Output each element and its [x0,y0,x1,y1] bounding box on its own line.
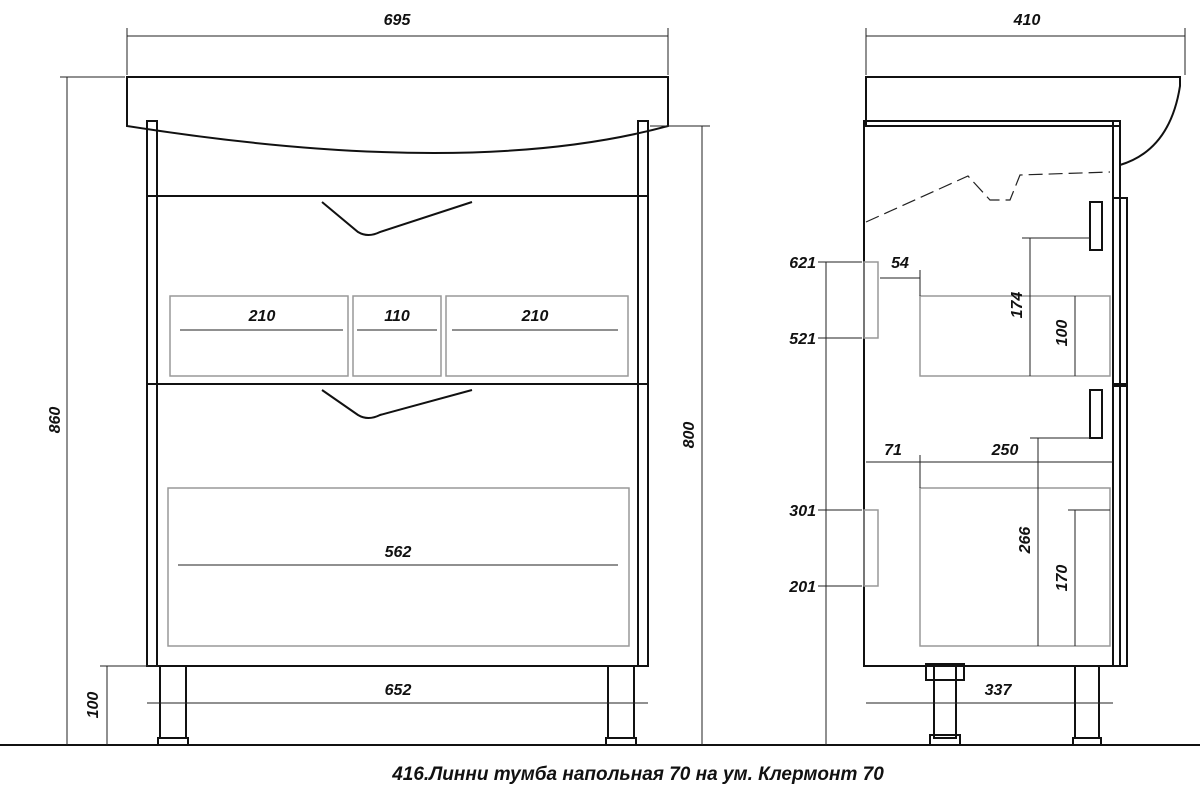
front-bottom-drawer [146,383,649,667]
side-bottom-front [1112,385,1128,667]
dim-bottom-drawer-depth: 250 [991,442,1019,459]
side-handle-mark-top [863,261,879,339]
front-right-leg [607,665,635,739]
dim-side-body-depth: 337 [985,682,1013,699]
dim-compartment-3: 210 [521,308,549,325]
dim-top-drawer-height: 174 [1009,292,1026,319]
front-left-foot [157,737,189,746]
front-bottom-compartment [167,487,630,647]
dim-handle-bottom-lower: 201 [788,579,816,596]
dim-compartment-1: 210 [248,308,276,325]
dim-compartment-2: 110 [384,308,410,325]
front-compartment-1 [169,295,349,377]
dim-front-inner-width: 652 [385,682,412,699]
dim-handle-top-upper: 621 [789,255,816,272]
side-bottom-handle [1089,389,1103,439]
side-top-drawer-box [919,295,1111,377]
front-bottom-handle [321,389,473,419]
drawing-caption: 416.Линни тумба напольная 70 на ум. Клер… [391,764,884,785]
dim-side-depth: 410 [1013,12,1041,29]
side-top-front [1112,197,1128,385]
dim-bottom-drawer-inner: 170 [1054,565,1071,592]
front-left-leg [159,665,187,739]
front-view: 695 860 800 100 652 210 110 210 562 [47,12,710,746]
dim-front-overall-height: 860 [47,407,64,434]
dim-top-drawer-offset: 54 [891,255,909,272]
side-handle-mark-bottom [863,509,879,587]
front-top-handle [321,201,473,236]
side-bottom-drawer-box [919,487,1111,647]
dim-front-leg-height: 100 [85,692,102,719]
dim-front-body-height: 800 [681,422,698,449]
side-siphon-dashed [865,171,1111,223]
dim-bottom-drawer-height: 266 [1017,527,1034,555]
dim-bottom-drawer-offset: 71 [884,442,902,459]
front-basin [126,76,669,154]
dim-bottom-drawer-inner: 562 [385,544,412,561]
dim-front-width: 695 [384,12,412,29]
front-right-foot [605,737,637,746]
side-back-leg [933,665,957,739]
dim-handle-top-lower: 521 [789,331,816,348]
front-compartment-2 [352,295,442,377]
side-view: 410 337 621 521 301 201 54 174 100 71 25… [788,12,1186,746]
side-body [863,120,1121,667]
dim-top-drawer-inner: 100 [1054,320,1071,347]
front-compartment-3 [445,295,629,377]
front-top-drawer [146,195,649,385]
side-top-handle [1089,201,1103,251]
side-front-leg [1074,665,1100,739]
dim-handle-bottom-upper: 301 [789,503,816,520]
front-left-post [146,120,158,667]
front-right-post [637,120,649,667]
